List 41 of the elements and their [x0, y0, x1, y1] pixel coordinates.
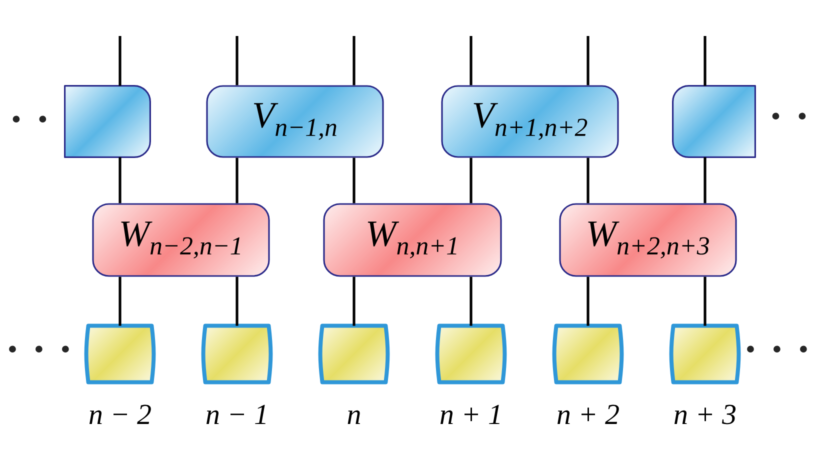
connector-line	[586, 158, 590, 204]
connector-line	[352, 158, 356, 204]
connector-line	[352, 36, 356, 86]
site-label: n − 1	[206, 404, 266, 424]
site-box	[318, 324, 390, 384]
connector-line	[704, 157, 706, 204]
site-label: n + 3	[674, 404, 736, 424]
connector-line	[236, 158, 238, 204]
ellipsis-dots: · ·	[12, 116, 46, 122]
connector-line	[352, 276, 356, 326]
connector-line	[236, 276, 238, 326]
site-label: n − 2	[90, 404, 151, 424]
connector-line	[470, 276, 472, 326]
connector-line	[118, 36, 122, 86]
half-rounded-box	[672, 85, 756, 158]
connector-line	[470, 36, 472, 86]
tensor-box: W$_{n,n+1}$	[323, 203, 502, 277]
site-label: n + 1	[440, 404, 500, 424]
site-box	[201, 324, 273, 384]
connector-line	[118, 276, 122, 326]
tensor-box: V$_{n+1,n+2}$	[441, 85, 619, 158]
tensor-box: W$_{n+2,n+3}$	[559, 203, 737, 277]
site-box	[84, 324, 156, 384]
site-box	[669, 324, 741, 384]
tensor-box: W$_{n−2,n−1}$	[92, 203, 270, 277]
tensor-box: V$_{n−1,n}$	[206, 85, 384, 158]
site-box	[435, 324, 507, 384]
connector-line	[704, 36, 706, 86]
connector-line	[236, 36, 238, 86]
site-label: n	[348, 410, 360, 424]
ellipsis-dots: · ·	[772, 112, 806, 120]
site-box	[552, 324, 624, 384]
connector-line	[118, 157, 122, 204]
connector-line	[586, 276, 590, 326]
connector-line	[704, 276, 706, 326]
site-label: n + 2	[558, 404, 619, 424]
connector-line	[586, 36, 590, 86]
connector-line	[470, 158, 472, 204]
ellipsis-dots: · · ·	[747, 346, 807, 353]
half-rounded-box	[64, 85, 151, 158]
ellipsis-dots: · · ·	[9, 346, 69, 353]
